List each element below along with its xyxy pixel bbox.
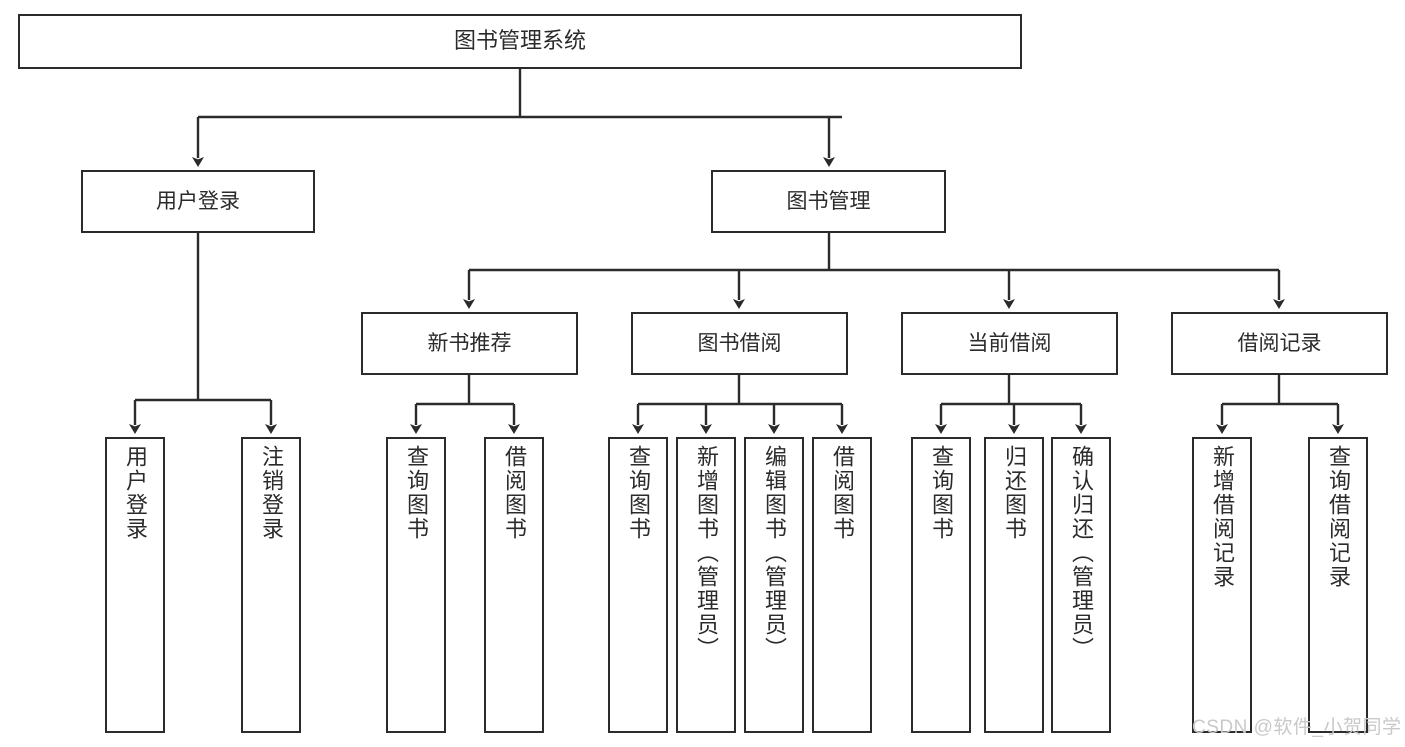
leaf-node[interactable]: 新增借阅记录 [1192, 437, 1252, 733]
csdn-watermark: CSDN @软件_小贺同学 [1192, 717, 1402, 738]
leaf-node[interactable]: 查询图书 [608, 437, 668, 733]
leaf-node[interactable]: 确认归还（管理员） [1051, 437, 1111, 733]
leaf-node-label: 编辑图书（管理员） [762, 445, 787, 661]
leaf-node[interactable]: 借阅图书 [484, 437, 544, 733]
node-current-borrow-label: 当前借阅 [967, 331, 1052, 355]
leaf-node[interactable]: 用户登录 [105, 437, 165, 733]
leaf-node-label: 借阅图书 [830, 445, 855, 541]
leaf-node-label: 借阅图书 [502, 445, 527, 541]
node-root[interactable]: 图书管理系统 [18, 14, 1022, 69]
leaf-node[interactable]: 借阅图书 [812, 437, 872, 733]
node-book-management-label: 图书管理 [786, 189, 871, 213]
node-borrow-record-label: 借阅记录 [1237, 331, 1322, 355]
leaf-node[interactable]: 归还图书 [984, 437, 1044, 733]
leaf-node-label: 查询图书 [626, 445, 651, 541]
leaf-node-label: 查询借阅记录 [1326, 445, 1351, 589]
node-book-management[interactable]: 图书管理 [711, 170, 946, 233]
leaf-node-label: 新增图书（管理员） [694, 445, 719, 661]
node-new-book-recommend[interactable]: 新书推荐 [361, 312, 578, 375]
node-user-login-label: 用户登录 [156, 189, 240, 213]
node-borrow-record[interactable]: 借阅记录 [1171, 312, 1388, 375]
node-root-label: 图书管理系统 [453, 28, 586, 54]
node-book-borrow[interactable]: 图书借阅 [631, 312, 848, 375]
leaf-node[interactable]: 查询图书 [386, 437, 446, 733]
leaf-node[interactable]: 编辑图书（管理员） [744, 437, 804, 733]
leaf-node[interactable]: 查询借阅记录 [1308, 437, 1368, 733]
node-book-borrow-label: 图书借阅 [697, 331, 782, 355]
leaf-node-label: 确认归还（管理员） [1069, 445, 1094, 661]
leaf-node[interactable]: 注销登录 [241, 437, 301, 733]
leaf-node[interactable]: 查询图书 [911, 437, 971, 733]
node-new-book-recommend-label: 新书推荐 [427, 331, 512, 355]
node-current-borrow[interactable]: 当前借阅 [901, 312, 1118, 375]
leaf-node-label: 查询图书 [929, 445, 954, 541]
leaf-node-label: 查询图书 [404, 445, 429, 541]
node-user-login[interactable]: 用户登录 [81, 170, 315, 233]
leaf-node-label: 归还图书 [1002, 445, 1027, 541]
leaf-node-label: 用户登录 [123, 445, 148, 541]
leaf-node[interactable]: 新增图书（管理员） [676, 437, 736, 733]
leaf-node-label: 注销登录 [259, 445, 284, 541]
leaf-node-label: 新增借阅记录 [1210, 445, 1235, 589]
